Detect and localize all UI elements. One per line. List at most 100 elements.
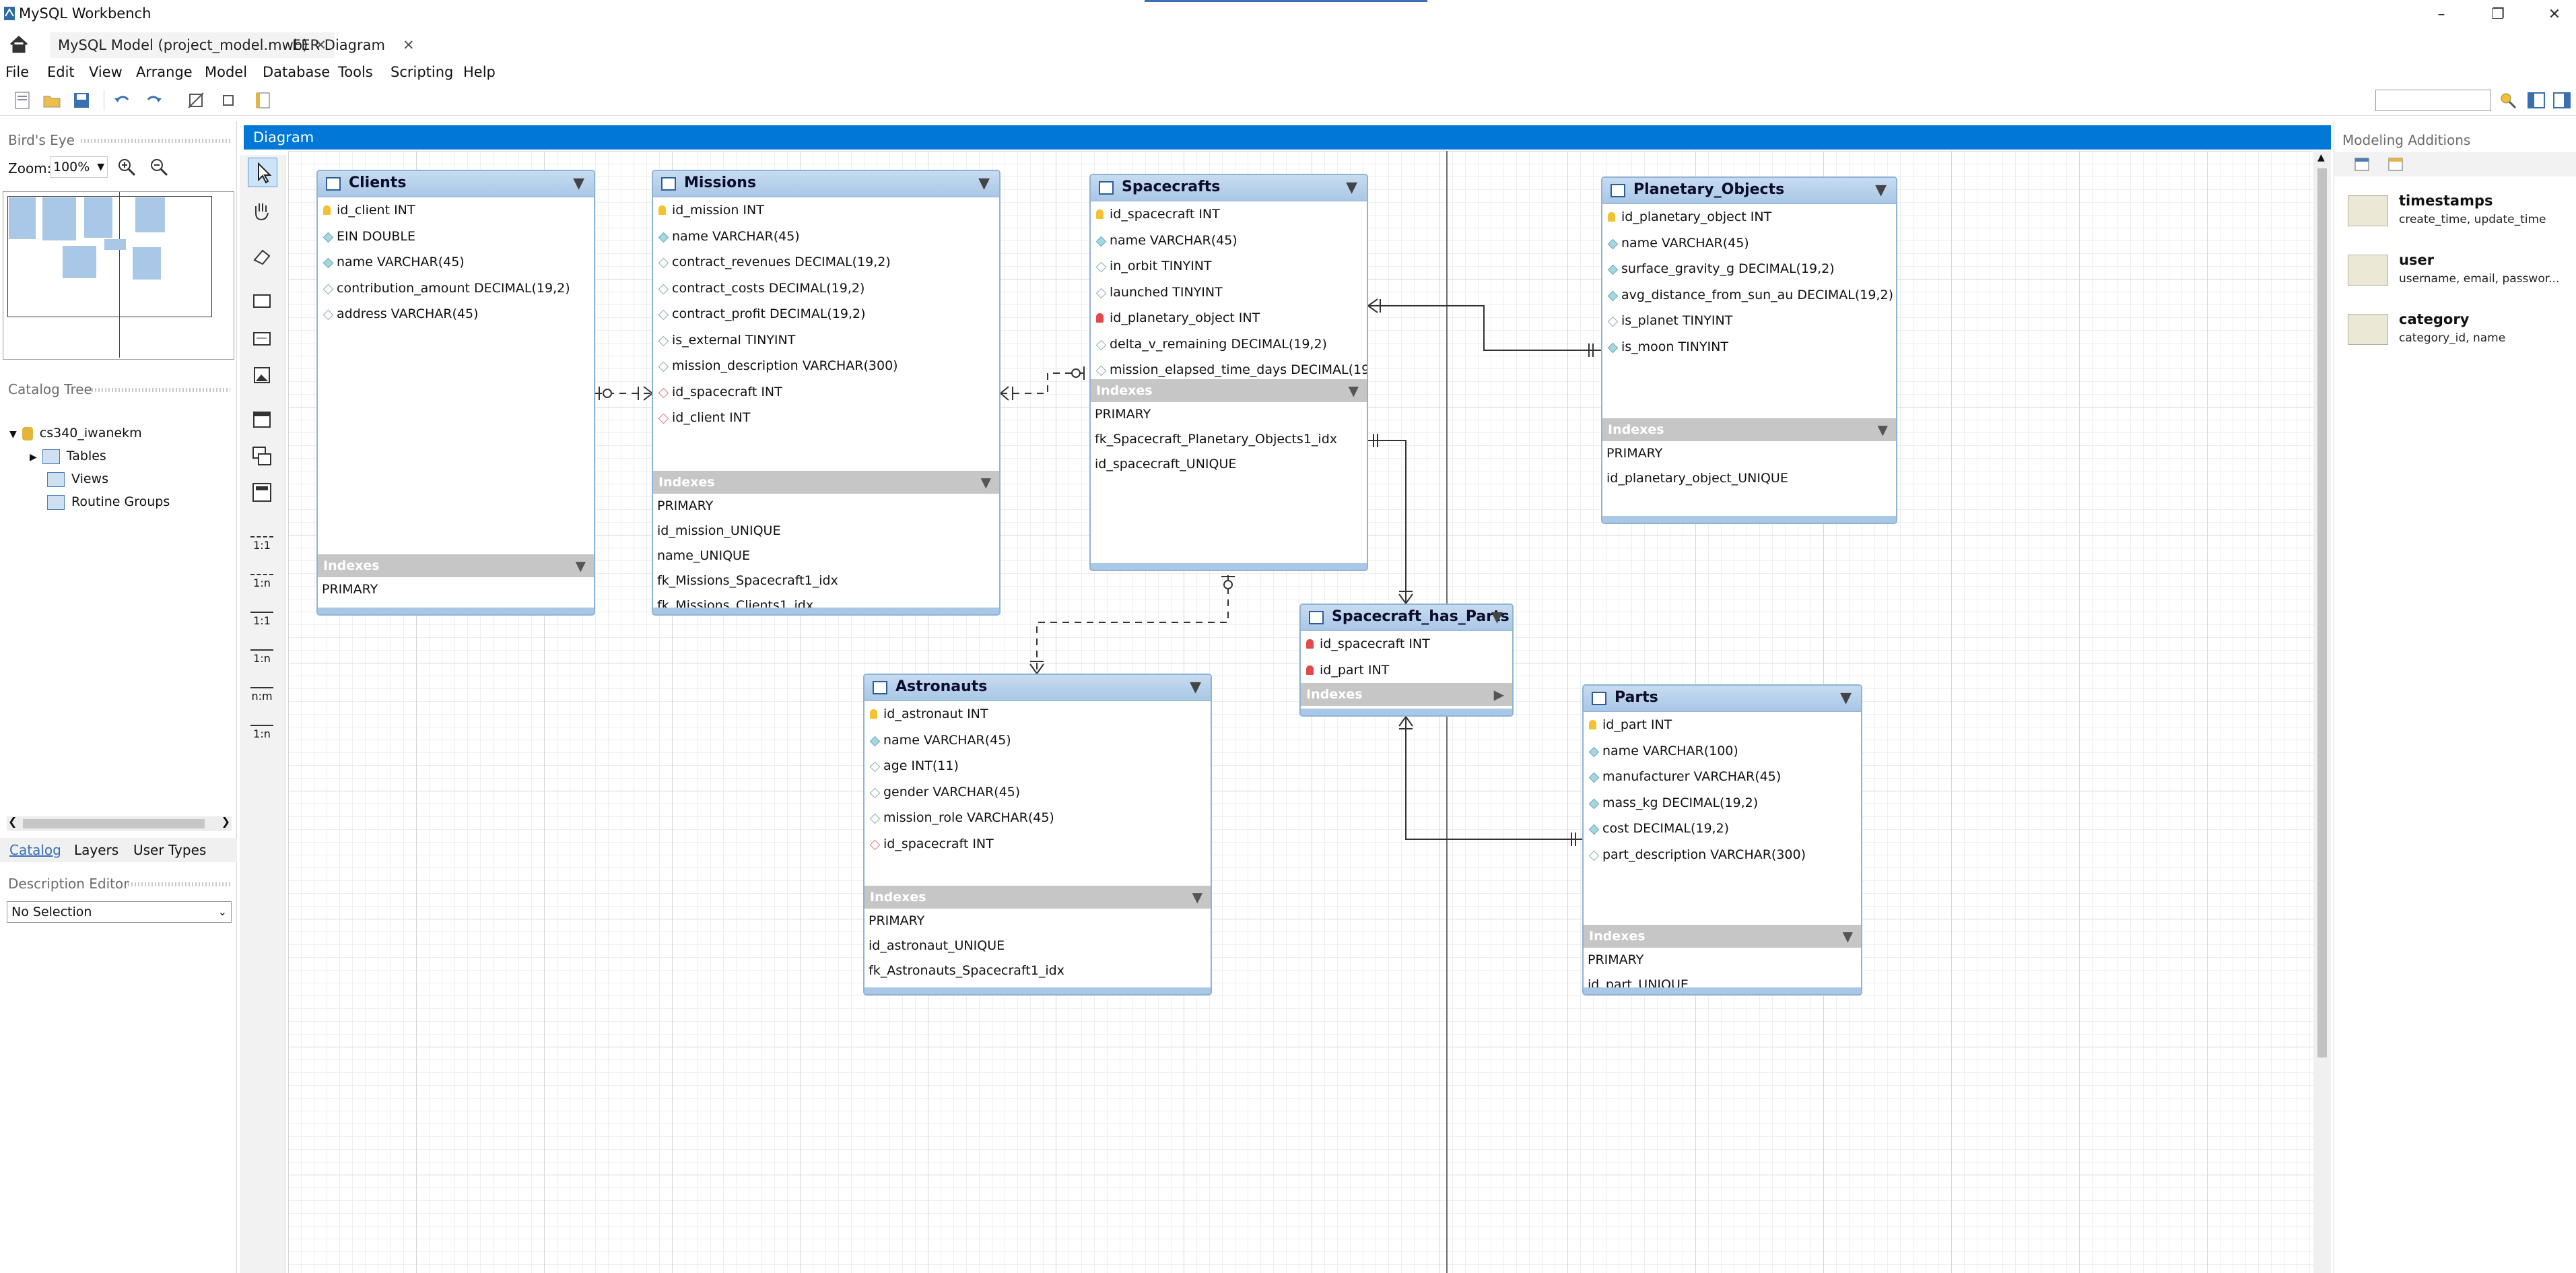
align-icon[interactable]: [218, 90, 238, 110]
collapse-arrow-icon[interactable]: ▼: [575, 558, 586, 574]
column-row[interactable]: cost DECIMAL(19,2): [1584, 816, 1861, 842]
column-row[interactable]: name VARCHAR(45): [865, 727, 1211, 754]
column-row[interactable]: mass_kg DECIMAL(19,2): [1584, 790, 1861, 816]
relationship-spacecrafts-has-parts[interactable]: [1368, 434, 1413, 604]
column-row[interactable]: id_client INT: [318, 197, 594, 224]
column-row[interactable]: mission_elapsed_time_days DECIMAL(19,2): [1091, 357, 1367, 383]
index-row[interactable]: PRIMARY: [657, 498, 714, 513]
table-header[interactable]: Parts▼: [1584, 686, 1861, 712]
column-row[interactable]: id_client INT: [653, 405, 999, 431]
table-astronauts[interactable]: Astronauts▼ id_astronaut INT name VARCHA…: [863, 674, 1212, 995]
collapse-arrow-icon[interactable]: ▼: [1348, 383, 1359, 399]
diagram-vertical-scrollbar[interactable]: ▲: [2313, 151, 2331, 1273]
menu-scripting[interactable]: Scripting: [391, 64, 454, 80]
indexes-header[interactable]: Indexes▼: [653, 471, 999, 494]
layer-tool[interactable]: [248, 287, 276, 315]
menu-arrange[interactable]: Arrange: [136, 64, 193, 80]
table-spacecrafts[interactable]: Spacecrafts▼ id_spacecraft INT name VARC…: [1089, 174, 1368, 571]
snippet-table-icon[interactable]: [2387, 156, 2404, 172]
column-row[interactable]: name VARCHAR(45): [653, 224, 999, 250]
zoom-in-icon[interactable]: [117, 158, 136, 176]
index-row[interactable]: fk_Missions_Spacecraft1_idx: [657, 573, 838, 588]
zoom-select[interactable]: 100%▼: [50, 156, 108, 178]
column-row[interactable]: id_planetary_object INT: [1091, 305, 1367, 331]
index-row[interactable]: PRIMARY: [1095, 407, 1151, 422]
tab-catalog[interactable]: Catalog: [9, 842, 61, 858]
minimize-button[interactable]: –: [2437, 6, 2445, 23]
table-header[interactable]: Spacecrafts▼: [1091, 175, 1367, 201]
tab-eer-diagram[interactable]: EER Diagram✕: [284, 32, 423, 58]
properties-icon[interactable]: [253, 90, 273, 110]
text-tool[interactable]: [248, 325, 276, 353]
indexes-header[interactable]: Indexes▼: [865, 886, 1211, 909]
column-row[interactable]: is_external TINYINT: [653, 327, 999, 354]
indexes-header[interactable]: Indexes▶: [1301, 683, 1512, 706]
tab-eer-close-icon[interactable]: ✕: [402, 37, 415, 53]
column-row[interactable]: is_moon TINYINT: [1602, 334, 1896, 360]
column-row[interactable]: contract_costs DECIMAL(19,2): [653, 275, 999, 302]
column-row[interactable]: id_planetary_object INT: [1602, 204, 1896, 230]
table-header[interactable]: Spacecraft_has_Parts▼: [1301, 605, 1512, 631]
menu-model[interactable]: Model: [205, 64, 248, 80]
column-row[interactable]: contribution_amount DECIMAL(19,2): [318, 275, 594, 302]
collapse-arrow-icon[interactable]: ▼: [980, 474, 991, 490]
open-folder-icon[interactable]: [42, 90, 62, 110]
table-missions[interactable]: Missions▼ id_mission INT name VARCHAR(45…: [652, 170, 1001, 616]
column-row[interactable]: id_spacecraft INT: [865, 831, 1211, 857]
collapse-arrow-icon[interactable]: ▼: [1491, 609, 1503, 626]
zoom-out-icon[interactable]: [149, 158, 168, 176]
relationship-1-n-identifying-tool[interactable]: 1:n: [248, 643, 276, 671]
toggle-sidebar-left-icon[interactable]: [2526, 90, 2546, 110]
redo-icon[interactable]: [144, 90, 164, 110]
table-header[interactable]: Clients▼: [318, 171, 594, 197]
index-row[interactable]: id_spacecraft_UNIQUE: [1095, 457, 1237, 471]
relationship-1-1-tool[interactable]: 1:1: [248, 529, 276, 558]
save-icon[interactable]: [71, 90, 92, 110]
column-row[interactable]: id_part INT: [1301, 657, 1512, 684]
index-row[interactable]: id_planetary_object_UNIQUE: [1606, 471, 1788, 486]
table-planetary-objects[interactable]: Planetary_Objects▼ id_planetary_object I…: [1601, 176, 1897, 524]
column-row[interactable]: EIN DOUBLE: [318, 224, 594, 250]
expand-arrow-icon[interactable]: ▼: [9, 429, 17, 440]
column-row[interactable]: name VARCHAR(45): [318, 249, 594, 275]
table-spacecraft-has-parts[interactable]: Spacecraft_has_Parts▼ id_spacecraft INT …: [1299, 603, 1514, 717]
column-row[interactable]: mission_role VARCHAR(45): [865, 805, 1211, 831]
column-row[interactable]: is_planet TINYINT: [1602, 308, 1896, 334]
collapse-arrow-icon[interactable]: ▼: [1875, 182, 1887, 199]
diagram-canvas[interactable]: Clients▼ id_client INT EIN DOUBLE name V…: [288, 151, 2313, 1273]
menu-database[interactable]: Database: [263, 64, 331, 80]
column-row[interactable]: in_orbit TINYINT: [1091, 253, 1367, 280]
index-row[interactable]: id_astronaut_UNIQUE: [869, 938, 1005, 953]
column-row[interactable]: name VARCHAR(45): [1602, 230, 1896, 257]
index-row[interactable]: PRIMARY: [322, 582, 378, 597]
menu-view[interactable]: View: [89, 64, 123, 80]
tab-user-types[interactable]: User Types: [133, 842, 207, 858]
column-row[interactable]: age INT(11): [865, 753, 1211, 779]
eraser-tool[interactable]: [248, 242, 276, 271]
collapse-arrow-icon[interactable]: ▼: [1192, 889, 1202, 905]
toggle-grid-icon[interactable]: [186, 90, 206, 110]
column-row[interactable]: manufacturer VARCHAR(45): [1584, 764, 1861, 790]
column-row[interactable]: gender VARCHAR(45): [865, 779, 1211, 806]
relationship-n-m-tool[interactable]: n:m: [248, 680, 276, 709]
column-row[interactable]: delta_v_remaining DECIMAL(19,2): [1091, 331, 1367, 358]
column-row[interactable]: contract_revenues DECIMAL(19,2): [653, 249, 999, 275]
column-row[interactable]: id_part INT: [1584, 712, 1861, 738]
relationship-has-parts-parts[interactable]: [1398, 716, 1582, 846]
birds-eye-minimap[interactable]: [3, 191, 234, 360]
view-tool[interactable]: [248, 442, 276, 470]
collapse-arrow-icon[interactable]: ▼: [1877, 422, 1888, 438]
tree-schema[interactable]: ▼cs340_iwanekm: [9, 426, 142, 440]
hand-tool[interactable]: [248, 197, 276, 225]
pointer-tool[interactable]: [248, 158, 277, 187]
tree-item-routine-groups[interactable]: Routine Groups: [47, 494, 170, 510]
tree-item-tables[interactable]: ▶Tables: [30, 449, 106, 464]
indexes-header[interactable]: Indexes▼: [1091, 379, 1367, 402]
table-tool[interactable]: [248, 405, 276, 434]
table-header[interactable]: Astronauts▼: [865, 675, 1211, 701]
indexes-header[interactable]: Indexes▼: [1584, 925, 1861, 948]
relationship-missions-spacecrafts[interactable]: [1000, 366, 1089, 401]
column-row[interactable]: name VARCHAR(45): [1091, 228, 1367, 254]
tab-model-close-icon[interactable]: ✕: [314, 37, 327, 53]
